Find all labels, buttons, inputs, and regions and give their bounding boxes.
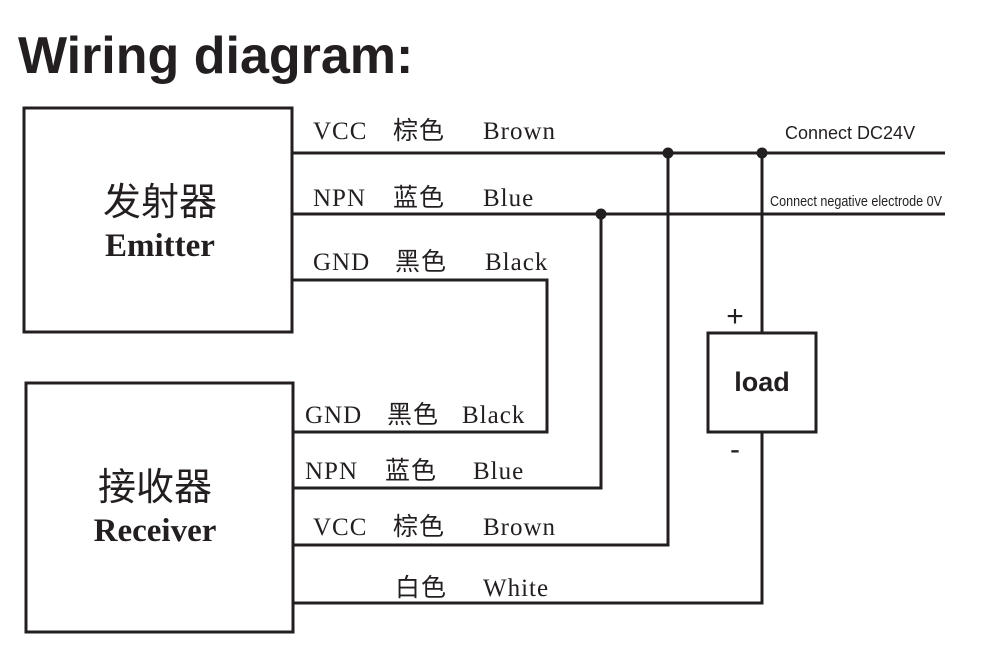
emitter-vcc-signal: VCC <box>313 118 367 145</box>
emitter-npn-color-en: Blue <box>483 185 534 212</box>
emitter-vcc-color-cn: 棕色 <box>393 117 445 145</box>
page-title: Wiring diagram: <box>18 27 413 85</box>
junction-dot-load <box>756 147 768 159</box>
receiver-white-color-cn: 白色 <box>395 574 447 602</box>
gnd-wire <box>292 278 549 434</box>
load-plus-sign: + <box>726 300 744 333</box>
emitter-npn-color-cn: 蓝色 <box>393 184 445 212</box>
emitter-name-cn: 发射器 <box>103 180 217 224</box>
receiver-vcc-color-cn: 棕色 <box>393 513 445 541</box>
receiver-vcc-signal: VCC <box>313 514 367 541</box>
receiver-npn-color-en: Blue <box>473 458 524 485</box>
receiver-white-wire <box>293 432 764 605</box>
emitter-gnd-color-en: Black <box>485 249 548 276</box>
junction-dot-npn <box>595 208 607 220</box>
receiver-name-en: Receiver <box>94 513 217 549</box>
receiver-vcc-wire <box>293 153 670 547</box>
emitter-gnd-color-cn: 黑色 <box>395 248 447 276</box>
receiver-gnd-color-cn: 黑色 <box>387 401 439 429</box>
emitter-gnd-signal: GND <box>313 249 370 276</box>
load-box <box>706 331 818 434</box>
receiver-name-cn: 接收器 <box>98 465 212 509</box>
load-minus-sign: - <box>730 433 740 466</box>
receiver-npn-signal: NPN <box>305 458 358 485</box>
positive-connection-label: Connect DC24V <box>785 123 915 143</box>
emitter-vcc-color-en: Brown <box>483 118 556 145</box>
receiver-gnd-color-en: Black <box>462 402 525 429</box>
load-label: load <box>734 367 790 397</box>
receiver-vcc-color-en: Brown <box>483 514 556 541</box>
emitter-box <box>22 106 294 334</box>
receiver-gnd-signal: GND <box>305 402 362 429</box>
receiver-npn-wire <box>293 214 603 490</box>
emitter-name-en: Emitter <box>105 228 215 264</box>
receiver-box <box>24 381 295 634</box>
emitter-npn-signal: NPN <box>313 185 366 212</box>
receiver-white-color-en: White <box>483 575 549 602</box>
junction-dot-vcc <box>662 147 674 159</box>
receiver-npn-color-cn: 蓝色 <box>385 457 437 485</box>
negative-connection-label: Connect negative electrode 0V <box>770 194 942 210</box>
